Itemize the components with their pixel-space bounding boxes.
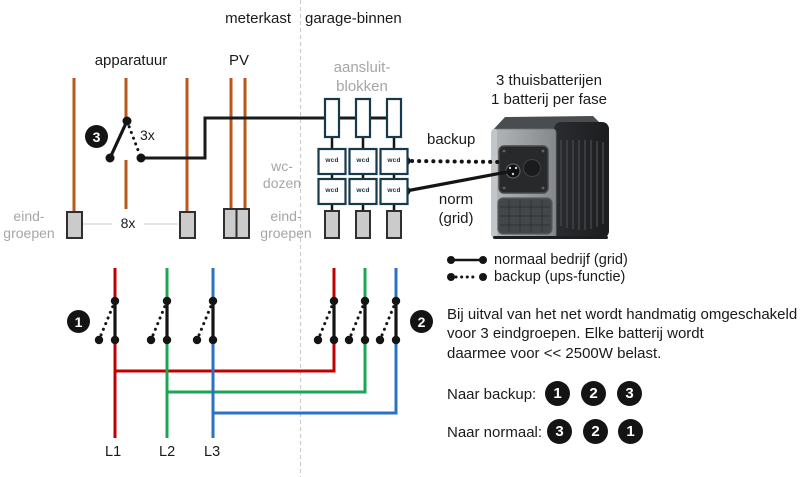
wcd-box [317, 147, 409, 206]
zone-label-garage-binnen: garage-binnen [305, 10, 402, 27]
eindgroepen-left-label: eind- groepen [3, 208, 55, 241]
wcd-label: wcd [325, 187, 339, 194]
normal-order-step: 1 [618, 419, 643, 444]
wcd-label: wcd [356, 187, 370, 194]
wcd-label: wcd [356, 157, 370, 164]
legend-backup-label: backup (ups-functie) [494, 269, 626, 285]
endgroup-boxes [66, 208, 250, 239]
normal-order-step: 2 [583, 419, 608, 444]
orange-feeder-lines [72, 78, 247, 212]
wcd-label: wcd [387, 187, 401, 194]
phase-label-l2: L2 [159, 444, 176, 460]
battery-caption: 3 thuisbatterijen 1 batterij per fase [491, 72, 607, 108]
legend-normal-label: normaal bedrijf (grid) [494, 252, 628, 268]
aansluitblokken-label: aansluit- blokken [333, 59, 391, 95]
eindgroepen-right-label: eind- groepen [260, 208, 312, 241]
phase-circuits [113, 268, 398, 438]
pv-label: PV [228, 52, 249, 69]
phase-switch-icons [93, 295, 402, 346]
aansluitblok-columns [317, 97, 409, 239]
backup-order-step: 1 [545, 381, 570, 406]
battery-image [491, 116, 609, 239]
transfer-switch-icon [105, 116, 146, 163]
norm-link-label: norm (grid) [438, 191, 474, 227]
wcd-label: wcd [325, 157, 339, 164]
backup-order-step: 2 [581, 381, 606, 406]
apparatuur-label: apparatuur [94, 52, 168, 69]
switch-count-label: 3x [140, 127, 155, 143]
group-1-badge: 1 [67, 310, 90, 333]
backup-order-step: 3 [617, 381, 642, 406]
garage-endgroup-box [324, 210, 402, 239]
backup-link-dotted [401, 156, 502, 166]
main-grid-wire [141, 116, 388, 160]
switch-3-badge: 3 [85, 125, 108, 148]
normal-order-step: 3 [547, 419, 572, 444]
zone-label-meterkast: meterkast [225, 10, 291, 27]
phase-label-l1: L1 [105, 444, 122, 460]
group-2-badge: 2 [410, 310, 433, 333]
note-text: Bij uitval van het net wordt handmatig o… [447, 306, 798, 362]
to-backup-label: Naar backup: [447, 386, 537, 403]
to-normal-label: Naar normaal: [447, 424, 543, 441]
group-count-label: 8x [112, 215, 144, 232]
aansluitblok-box [323, 97, 403, 139]
phase-label-l3: L3 [204, 444, 221, 460]
legend-backup-icon [447, 273, 487, 281]
backup-link-label: backup [427, 131, 476, 148]
wcdozen-label: wc- dozen [262, 158, 302, 191]
legend-normal-icon [447, 256, 487, 264]
wcd-label: wcd [387, 157, 401, 164]
